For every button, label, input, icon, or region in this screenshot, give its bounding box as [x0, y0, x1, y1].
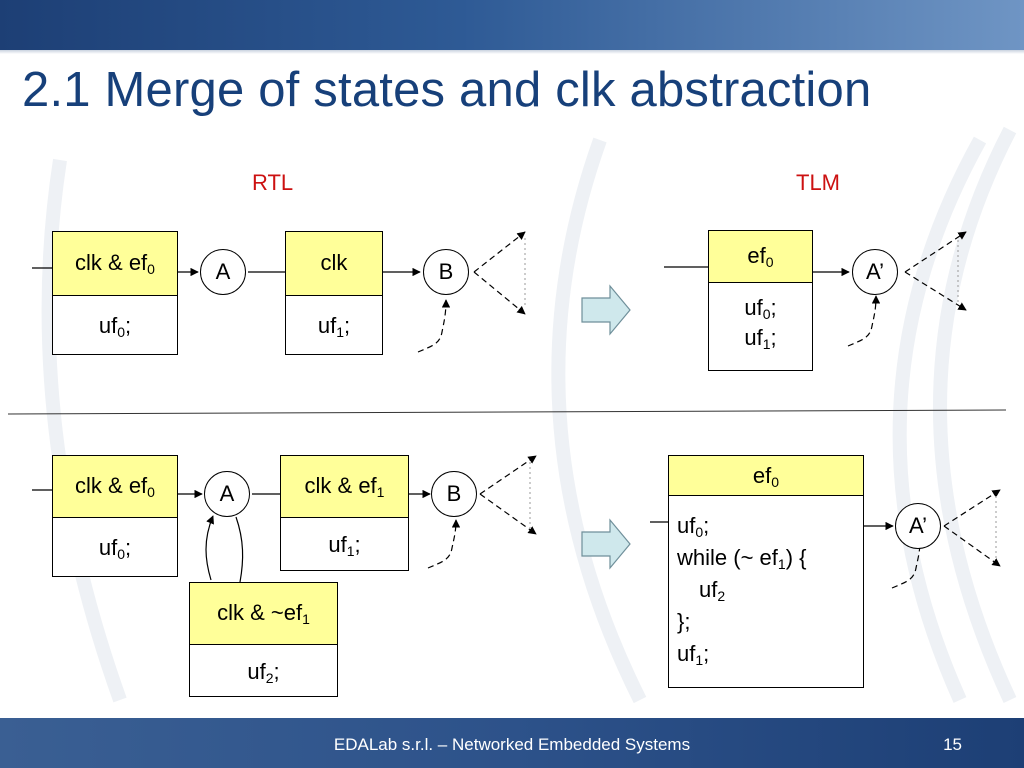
code-line: };: [677, 609, 691, 634]
state-action: uf2;: [247, 659, 280, 686]
dashed-incoming-arrow: [427, 519, 461, 569]
action-line: uf1;: [744, 325, 777, 352]
rtl-state-2: clk uf1;: [285, 231, 383, 355]
dashed-exit-arrow: [943, 525, 1001, 567]
state-action: uf0;: [98, 313, 132, 340]
dashed-incoming-arrow: [847, 295, 881, 347]
node-b: B: [431, 471, 477, 517]
section-separator: [7, 409, 1007, 415]
slide-title: 2.1 Merge of states and clk abstraction: [22, 63, 872, 117]
header-bar: [0, 0, 1024, 50]
rtl-loop-state: clk & ~ef1 uf2;: [189, 582, 338, 697]
node-a-prime: A’: [852, 249, 898, 295]
state-action: uf1;: [328, 532, 361, 559]
rtl-state-1: clk & ef0 uf0;: [52, 455, 178, 577]
code-line: uf1;: [677, 641, 710, 668]
state-action-code: uf0; while (~ ef1) { uf2 }; uf1;: [669, 510, 863, 670]
node-a: A: [200, 249, 246, 295]
rtl-state-2: clk & ef1 uf1;: [280, 455, 409, 571]
footer-text: EDALab s.r.l. – Networked Embedded Syste…: [333, 735, 691, 754]
code-line: uf2: [699, 577, 726, 604]
transform-arrow: [581, 284, 631, 336]
state-action: uf0;: [98, 535, 132, 562]
rtl-state-1: clk & ef0 uf0;: [52, 231, 178, 355]
dashed-exit-arrow: [479, 493, 537, 535]
dashed-exit-arrow: [943, 489, 1001, 527]
node-b: B: [423, 249, 469, 295]
state-action: uf0; uf1;: [709, 293, 812, 370]
footer-bar: [0, 718, 1024, 768]
rtl-label: RTL: [252, 170, 294, 195]
loop-line-down: [235, 516, 244, 583]
state-guard: clk & ~ef1: [190, 583, 337, 645]
tlm-state: ef0 uf0; uf1;: [708, 230, 813, 371]
state-guard: clk & ef0: [53, 232, 177, 296]
state-guard: clk: [286, 232, 382, 296]
page-number: 15: [943, 735, 962, 754]
state-guard: clk & ef1: [281, 456, 408, 518]
tlm-state: ef0 uf0; while (~ ef1) { uf2 }; uf1;: [668, 455, 864, 688]
code-line: uf0;: [677, 513, 710, 540]
transform-arrow: [581, 518, 631, 570]
state-action: uf1;: [317, 313, 351, 340]
code-line: while (~ ef1) {: [677, 545, 807, 572]
action-line: uf0;: [744, 295, 777, 322]
loop-arrow-up: [205, 515, 214, 581]
tlm-label: TLM: [796, 170, 840, 195]
dashed-incoming-arrow: [417, 299, 451, 353]
state-guard: ef0: [709, 231, 812, 283]
dashed-exit-arrow: [479, 455, 537, 495]
dashed-incoming-arrow: [891, 539, 925, 589]
node-a-prime: A’: [895, 503, 941, 549]
dashed-exit-arrow: [473, 271, 526, 315]
header-bar-shadow: [0, 50, 1024, 54]
state-guard: clk & ef0: [53, 456, 177, 518]
node-a: A: [204, 471, 250, 517]
state-guard: ef0: [669, 456, 863, 496]
dashed-exit-arrow: [904, 231, 967, 273]
dashed-exit-arrow: [904, 271, 967, 311]
dashed-exit-arrow: [473, 231, 526, 273]
